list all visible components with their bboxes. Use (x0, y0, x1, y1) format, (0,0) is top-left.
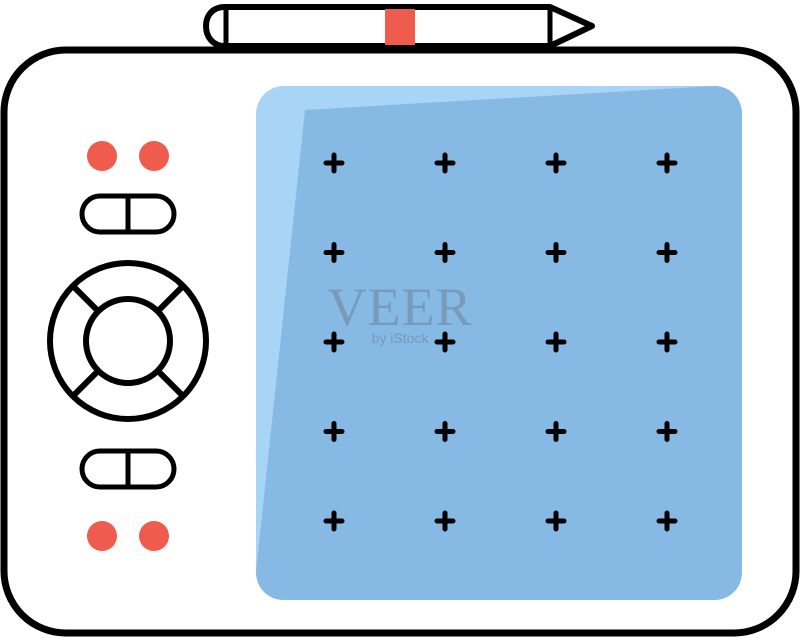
stylus-icon (202, 4, 595, 49)
indicator-dot (139, 141, 169, 171)
plus-icon (545, 331, 567, 353)
plus-icon (434, 421, 456, 442)
plus-icon (656, 331, 678, 353)
dial-segment-line (155, 368, 186, 399)
plus-icon (434, 510, 456, 532)
plus-icon (434, 242, 456, 263)
indicator-dot (87, 521, 117, 551)
plus-icon (656, 421, 678, 442)
stylus-accent-band (385, 9, 415, 45)
plus-icon (323, 152, 345, 174)
screen-fill (256, 86, 742, 600)
grid-markers (323, 152, 678, 532)
left-controls (47, 141, 209, 551)
plus-icon (434, 152, 456, 174)
plus-icon (656, 242, 678, 263)
plus-icon (323, 421, 345, 442)
stylus-cap (202, 4, 226, 49)
dial-segment-line (155, 283, 186, 314)
plus-icon (545, 152, 567, 174)
dial-center-button[interactable] (83, 296, 173, 386)
plus-icon (545, 421, 567, 442)
dial-segment-line (70, 283, 101, 314)
plus-icon (656, 510, 678, 532)
plus-icon (656, 152, 678, 174)
plus-icon (545, 510, 567, 532)
plus-icon (323, 510, 345, 532)
dial-segment-line (70, 368, 101, 399)
indicator-dot (139, 521, 169, 551)
plus-icon (323, 242, 345, 263)
plus-icon (434, 331, 456, 353)
plus-icon (545, 242, 567, 263)
tablet-screen (256, 86, 742, 600)
indicator-dot (87, 141, 117, 171)
plus-icon (323, 331, 345, 353)
